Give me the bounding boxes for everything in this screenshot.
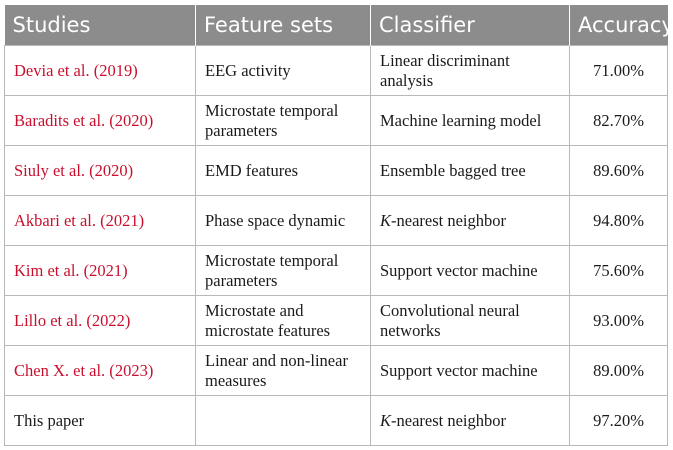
citation-close: ) (127, 160, 134, 180)
header-classifier: Classifier (370, 5, 570, 46)
citation-author: Chen X. et al. ( (14, 360, 115, 380)
citation-author: Akbari et al. ( (14, 210, 106, 230)
citation-close: ) (122, 260, 128, 280)
citation-author: Kim et al. ( (14, 260, 90, 280)
cell-accuracy: 89.00% (569, 345, 668, 396)
citation-year-link[interactable]: 2019 (99, 60, 133, 80)
cell-classifier: Convolutional neural networks (370, 295, 570, 346)
cell-feature-set: Microstate and microstate features (195, 295, 371, 346)
header-studies: Studies (4, 5, 196, 46)
citation-author: Devia et al. ( (14, 60, 100, 80)
cell-accuracy: 75.60% (569, 245, 668, 296)
citation-year-link[interactable]: 2023 (114, 360, 148, 380)
cell-study: Kim et al. (2021) (4, 245, 196, 296)
cell-feature-set: Microstate temporal parameters (195, 95, 371, 146)
cell-classifier: Support vector machine (370, 245, 570, 296)
cell-classifier: K-nearest neighbor (370, 195, 570, 246)
classifier-text: Support vector machine (380, 360, 538, 380)
classifier-text: Support vector machine (380, 260, 538, 280)
citation-year-link[interactable]: 2020 (94, 160, 128, 180)
classifier-text: Machine learning model (380, 110, 542, 130)
classifier-text: -nearest neighbor (391, 410, 507, 430)
citation-close: ) (132, 60, 138, 80)
cell-accuracy: 97.20% (569, 395, 668, 446)
cell-accuracy: 82.70% (569, 95, 668, 146)
table-row: Baradits et al. (2020)Microstate tempora… (4, 95, 668, 146)
classifier-text: Ensemble bagged tree (380, 160, 526, 180)
classifier-text: Linear discriminant analysis (380, 50, 510, 90)
classifier-text: -nearest neighbor (391, 210, 507, 230)
table-row: Kim et al. (2021)Microstate temporal par… (4, 245, 668, 296)
table-row: Chen X. et al. (2023)Linear and non-line… (4, 345, 668, 396)
cell-feature-set: Linear and non-linear measures (195, 345, 371, 396)
cell-accuracy: 89.60% (569, 145, 668, 196)
citation-close: ) (147, 360, 154, 380)
header-row: Studies Feature sets Classifier Accuracy (4, 5, 673, 46)
cell-study: Devia et al. (2019) (4, 45, 196, 96)
citation-year-link[interactable]: 2021 (105, 210, 139, 230)
cell-accuracy: 93.00% (569, 295, 668, 346)
cell-feature-set: EEG activity (195, 45, 371, 96)
citation-author: Lillo et al. ( (14, 310, 92, 330)
cell-study: Baradits et al. (2020) (4, 95, 196, 146)
table-header: Studies Feature sets Classifier Accuracy (4, 5, 673, 46)
cell-classifier: Ensemble bagged tree (370, 145, 570, 196)
citation-close: ) (147, 110, 154, 130)
comparison-table-container: Studies Feature sets Classifier Accuracy… (4, 5, 673, 446)
classifier-italic-k: K (380, 210, 392, 230)
citation-close: ) (124, 310, 131, 330)
cell-study: Lillo et al. (2022) (4, 295, 196, 346)
cell-classifier: Linear discriminant analysis (370, 45, 570, 96)
cell-study: This paper (4, 395, 196, 446)
study-label: This paper (14, 410, 85, 430)
cell-study: Akbari et al. (2021) (4, 195, 196, 246)
cell-feature-set: EMD features (195, 145, 371, 196)
cell-accuracy: 71.00% (569, 45, 668, 96)
header-accuracy: Accuracy (569, 5, 673, 46)
citation-author: Baradits et al. ( (14, 110, 115, 130)
cell-feature-set (195, 395, 371, 446)
classifier-text: Convolutional neural networks (380, 300, 520, 340)
cell-feature-set: Microstate temporal parameters (195, 245, 371, 296)
header-feature-sets: Feature sets (195, 5, 371, 46)
citation-year-link[interactable]: 2021 (89, 260, 123, 280)
classifier-italic-k: K (380, 410, 392, 430)
cell-feature-set: Phase space dynamic (195, 195, 371, 246)
comparison-table: Studies Feature sets Classifier Accuracy… (4, 5, 673, 446)
cell-study: Chen X. et al. (2023) (4, 345, 196, 396)
cell-classifier: Support vector machine (370, 345, 570, 396)
citation-year-link[interactable]: 2020 (114, 110, 148, 130)
cell-classifier: K-nearest neighbor (370, 395, 570, 446)
citation-year-link[interactable]: 2022 (91, 310, 125, 330)
citation-author: Siuly et al. ( (14, 160, 95, 180)
table-row: Lillo et al. (2022)Microstate and micros… (4, 295, 668, 346)
cell-accuracy: 94.80% (569, 195, 668, 246)
cell-classifier: Machine learning model (370, 95, 570, 146)
cell-study: Siuly et al. (2020) (4, 145, 196, 196)
citation-close: ) (138, 210, 145, 230)
